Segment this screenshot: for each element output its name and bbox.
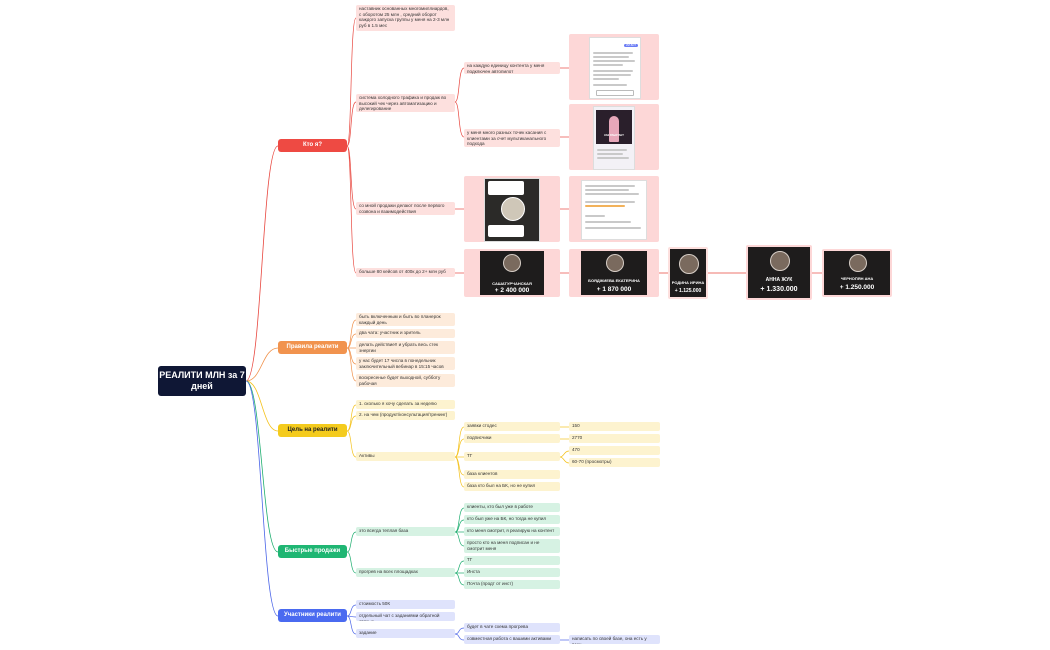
case-card-frame-3: РОДИНА ИРИНА + 1.125.000 [668, 247, 708, 299]
case-card-1: САШАТУРЧАНСКАЯ + 2 400 000 [480, 251, 544, 295]
review-screenshot-image [484, 178, 540, 242]
branch-who-label: Кто я? [302, 142, 323, 148]
case-name-2: БОЯДЖИЕВА ЕКАТЕРИНА [588, 278, 640, 283]
who-cases-node[interactable]: больше 80 кейсов от 400к до 2+ млн руб [356, 268, 455, 277]
goal-assets-node[interactable]: Активы [356, 452, 455, 461]
case-card-frame-4: АННА ЖУК + 1.330.000 [746, 245, 812, 300]
members-task-node[interactable]: задание [356, 629, 455, 638]
chat-bubble-tag: ИИ-БОТ [624, 44, 638, 47]
case-card-2: БОЯДЖИЕВА ЕКАТЕРИНА + 1 870 000 [581, 251, 647, 295]
members-task-base[interactable]: написать по своей базе, она есть у всех [569, 635, 660, 644]
goal-asset-telegram[interactable]: ТГ [464, 452, 560, 461]
sales-heat-mail[interactable]: Почта (продт от инст) [464, 580, 560, 589]
goal-value-telegram[interactable]: 470 [569, 446, 660, 455]
branch-who[interactable]: Кто я? [278, 139, 347, 152]
goal-value-requests[interactable]: 150 [569, 422, 660, 431]
sales-warm-item-1[interactable]: клиенты, кто был уже в работе [464, 503, 560, 512]
branch-members[interactable]: Участники реалити [278, 609, 347, 622]
message-screenshot-frame [569, 176, 659, 242]
branch-sales-label: Быстрые продажи [284, 548, 341, 554]
case-amount-4: + 1.330.000 [760, 286, 798, 293]
sales-heat-node[interactable]: прогрев на всех площадках [356, 568, 455, 577]
root-label: РЕАЛИТИ МЛН за 7 дней [159, 370, 245, 391]
branch-goal[interactable]: Цель на реалити [278, 424, 347, 437]
goal-asset-followers[interactable]: подписчики [464, 434, 560, 443]
who-multichannel-node[interactable]: у меня много разных точек касания с клие… [464, 129, 560, 147]
sales-warm-node[interactable]: это всегда теплая база [356, 527, 455, 536]
goal-item-2[interactable]: 2. на чем (продукт/консультация/тренинг) [356, 411, 455, 420]
case-card-5: ЧЕРНОПЯН АНА + 1.250.000 [824, 251, 890, 295]
branch-rules[interactable]: Правила реалити [278, 341, 347, 354]
goal-item-1[interactable]: 1. сколько я хочу сделать за неделю [356, 400, 455, 409]
rules-item-5[interactable]: воскресенье будет выходной, субботу рабо… [356, 374, 455, 387]
chat-screenshot-frame: ИИ-БОТ [569, 34, 659, 100]
branch-sales[interactable]: Быстрые продажи [278, 545, 347, 558]
goal-asset-former-leads[interactable]: база кто был на БК, но не купил [464, 482, 560, 491]
members-price-node[interactable]: стоимость 50К [356, 600, 455, 609]
ad-photo: КАК РАБОТАЕТ [596, 110, 632, 144]
members-chat-node[interactable]: отдельный чат с заданиями обратной связь… [356, 612, 455, 621]
branch-rules-label: Правила реалити [286, 344, 339, 350]
case-card-frame-5: ЧЕРНОПЯН АНА + 1.250.000 [822, 249, 892, 297]
members-task-assets[interactable]: совместная работа с вашими активами [464, 635, 560, 644]
chat-screenshot-image: ИИ-БОТ [589, 37, 641, 99]
rules-item-2[interactable]: два чата: участник и зритель [356, 329, 455, 338]
goal-value-followers[interactable]: 2770 [569, 434, 660, 443]
goal-value-views[interactable]: 60-70 (просмотры) [569, 458, 660, 467]
who-mentor-node[interactable]: наставник основанных многомиллиардов, с … [356, 5, 455, 31]
who-system-node[interactable]: система холодного трафика и продаж во вы… [356, 94, 455, 112]
branch-goal-label: Цель на реалити [287, 427, 338, 433]
ad-screenshot-image: КАК РАБОТАЕТ [593, 106, 635, 170]
rules-item-4[interactable]: у нас будет 17 числа в понедельник заклю… [356, 357, 455, 370]
case-name-1: САШАТУРЧАНСКАЯ [492, 281, 532, 286]
review-screenshot-frame [464, 176, 560, 242]
who-autopilot-node[interactable]: на каждую единицу контента у меня подклю… [464, 62, 560, 74]
members-task-scheme[interactable]: будет в чате схема прогрева [464, 623, 560, 632]
ad-caption: КАК РАБОТАЕТ [604, 134, 624, 137]
message-screenshot-image [581, 180, 647, 240]
case-card-frame-2: БОЯДЖИЕВА ЕКАТЕРИНА + 1 870 000 [569, 249, 659, 297]
case-card-frame-1: САШАТУРЧАНСКАЯ + 2 400 000 [464, 249, 560, 297]
ad-screenshot-frame: КАК РАБОТАЕТ [569, 104, 659, 170]
sales-warm-item-4[interactable]: просто кто на меня подписан и не смотрит… [464, 539, 560, 553]
case-amount-1: + 2 400 000 [494, 287, 530, 294]
rules-item-1[interactable]: быть включенным и быть во планерок кажды… [356, 313, 455, 326]
case-name-4: АННА ЖУК [765, 277, 793, 283]
rules-item-3[interactable]: делать действие!! и убрать весь стек эне… [356, 341, 455, 354]
sales-heat-telegram[interactable]: ТГ [464, 556, 560, 565]
case-amount-3: + 1.125.000 [674, 288, 702, 294]
case-amount-2: + 1 870 000 [596, 286, 632, 293]
sales-warm-item-2[interactable]: кто был уже на БК, но тогда не купил [464, 515, 560, 524]
root-node[interactable]: РЕАЛИТИ МЛН за 7 дней [158, 366, 246, 396]
case-card-3: РОДИНА ИРИНА + 1.125.000 [670, 249, 706, 297]
sales-warm-item-3[interactable]: кто меня смотрит, я реагирую на контент [464, 527, 560, 536]
goal-asset-requests[interactable]: заявки стодес [464, 422, 560, 431]
case-card-4: АННА ЖУК + 1.330.000 [748, 247, 810, 298]
sales-heat-instagram[interactable]: Инста [464, 568, 560, 577]
who-sales-node[interactable]: со мной продажи делают после первого соз… [356, 202, 455, 215]
case-name-5: ЧЕРНОПЯН АНА [840, 276, 874, 281]
case-amount-5: + 1.250.000 [839, 284, 875, 291]
branch-members-label: Участники реалити [284, 612, 341, 618]
goal-asset-client-base[interactable]: база клиентов [464, 470, 560, 479]
case-name-3: РОДИНА ИРИНА [671, 280, 705, 285]
